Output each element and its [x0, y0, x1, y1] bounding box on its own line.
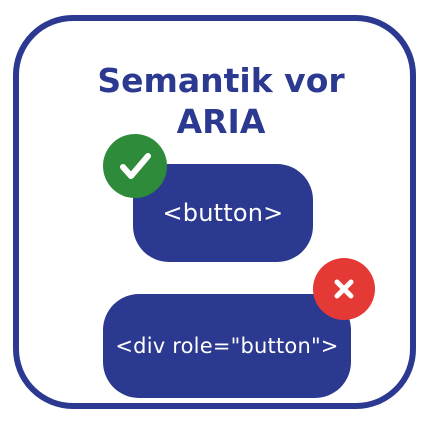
cross-icon [313, 258, 375, 320]
check-icon [103, 134, 167, 198]
div-role-button-code: <div role="button"> [115, 334, 339, 358]
title: Semantik vor ARIA [20, 60, 422, 142]
title-line-2: ARIA [176, 102, 266, 141]
div-role-button-example: <div role="button"> [103, 294, 351, 398]
cross-icon-glyph [334, 279, 354, 299]
title-line-1: Semantik vor [97, 61, 345, 100]
check-icon-glyph [120, 153, 151, 179]
button-element-code: <button> [162, 199, 284, 227]
